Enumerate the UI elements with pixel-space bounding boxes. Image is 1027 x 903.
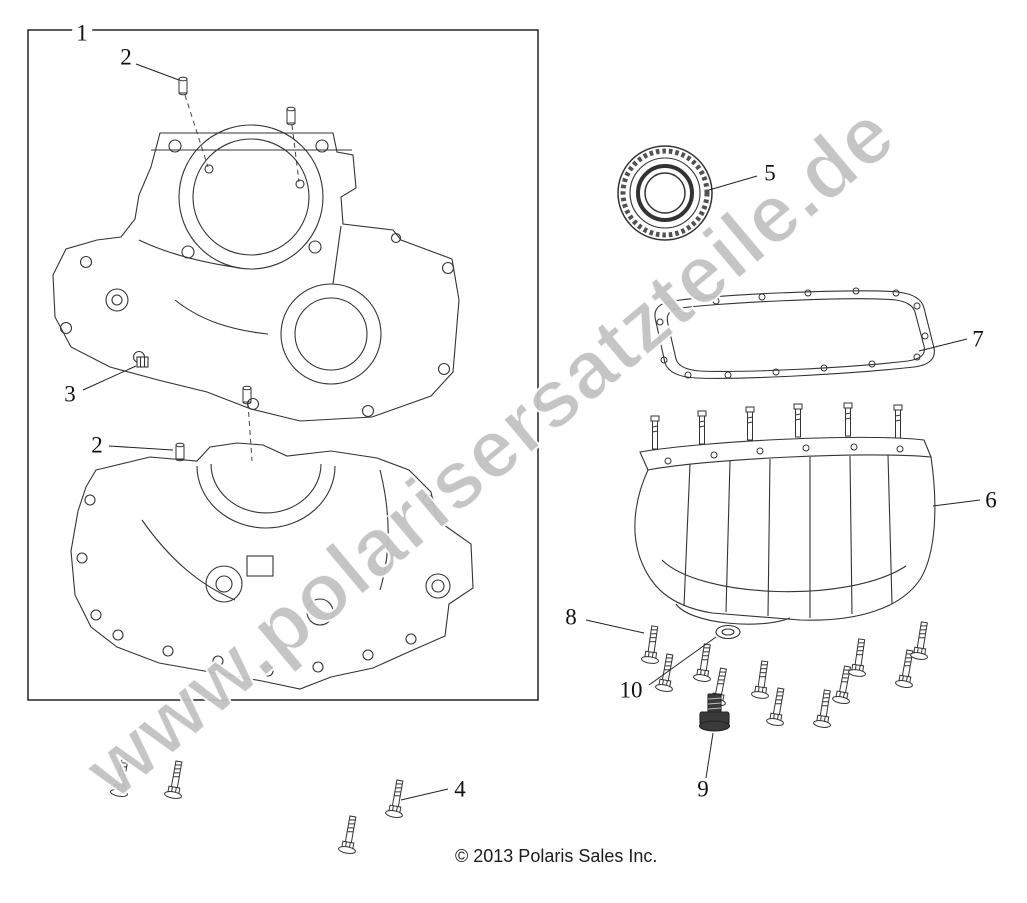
- dowel-pin: [286, 106, 296, 126]
- oil-pan-bolt: [750, 659, 774, 700]
- crankcase-bolt: [337, 814, 362, 856]
- callout-2-lower: 2: [91, 432, 103, 458]
- dowel-pin: [175, 442, 185, 462]
- dowel-pin: [242, 385, 252, 405]
- crankcase-assembly-box: [27, 29, 539, 701]
- oil-pan-bolt: [640, 624, 664, 665]
- sealing-washer: [715, 624, 741, 640]
- dowel-pin: [178, 76, 188, 96]
- drain-plug: [698, 693, 731, 732]
- oil-pan-gasket: [654, 287, 935, 379]
- callout-2-upper: 2: [120, 44, 132, 70]
- oil-pan-bolt: [692, 642, 717, 684]
- callout-8: 8: [565, 604, 577, 630]
- callout-6: 6: [985, 487, 997, 513]
- oil-pan-bolt: [765, 686, 790, 728]
- oil-pan: [634, 402, 936, 625]
- crankcase-bolt: [109, 757, 134, 799]
- dowel-alignment-dashes: [184, 94, 300, 462]
- crankcase-lower-half: [70, 442, 474, 690]
- callout-9: 9: [697, 776, 709, 802]
- oil-pan-studs: [650, 402, 903, 450]
- pipe-plug: [136, 356, 149, 368]
- callout-5: 5: [764, 160, 776, 186]
- callout-4: 4: [454, 776, 466, 802]
- oil-pan-bolt: [847, 637, 871, 678]
- callout-1: 1: [72, 21, 92, 45]
- oil-pan-bolt: [812, 688, 837, 730]
- copyright-text: © 2013 Polaris Sales Inc.: [455, 846, 658, 866]
- callout-3: 3: [64, 381, 76, 407]
- callout-10: 10: [619, 677, 643, 703]
- callout-7: 7: [972, 326, 984, 352]
- callout-leader-lines: [82, 63, 981, 801]
- oil-pan-bolt: [909, 620, 934, 662]
- crankshaft-seal: [617, 145, 713, 241]
- crankcase-bolt: [163, 759, 188, 801]
- crankcase-upper-half: [52, 124, 460, 422]
